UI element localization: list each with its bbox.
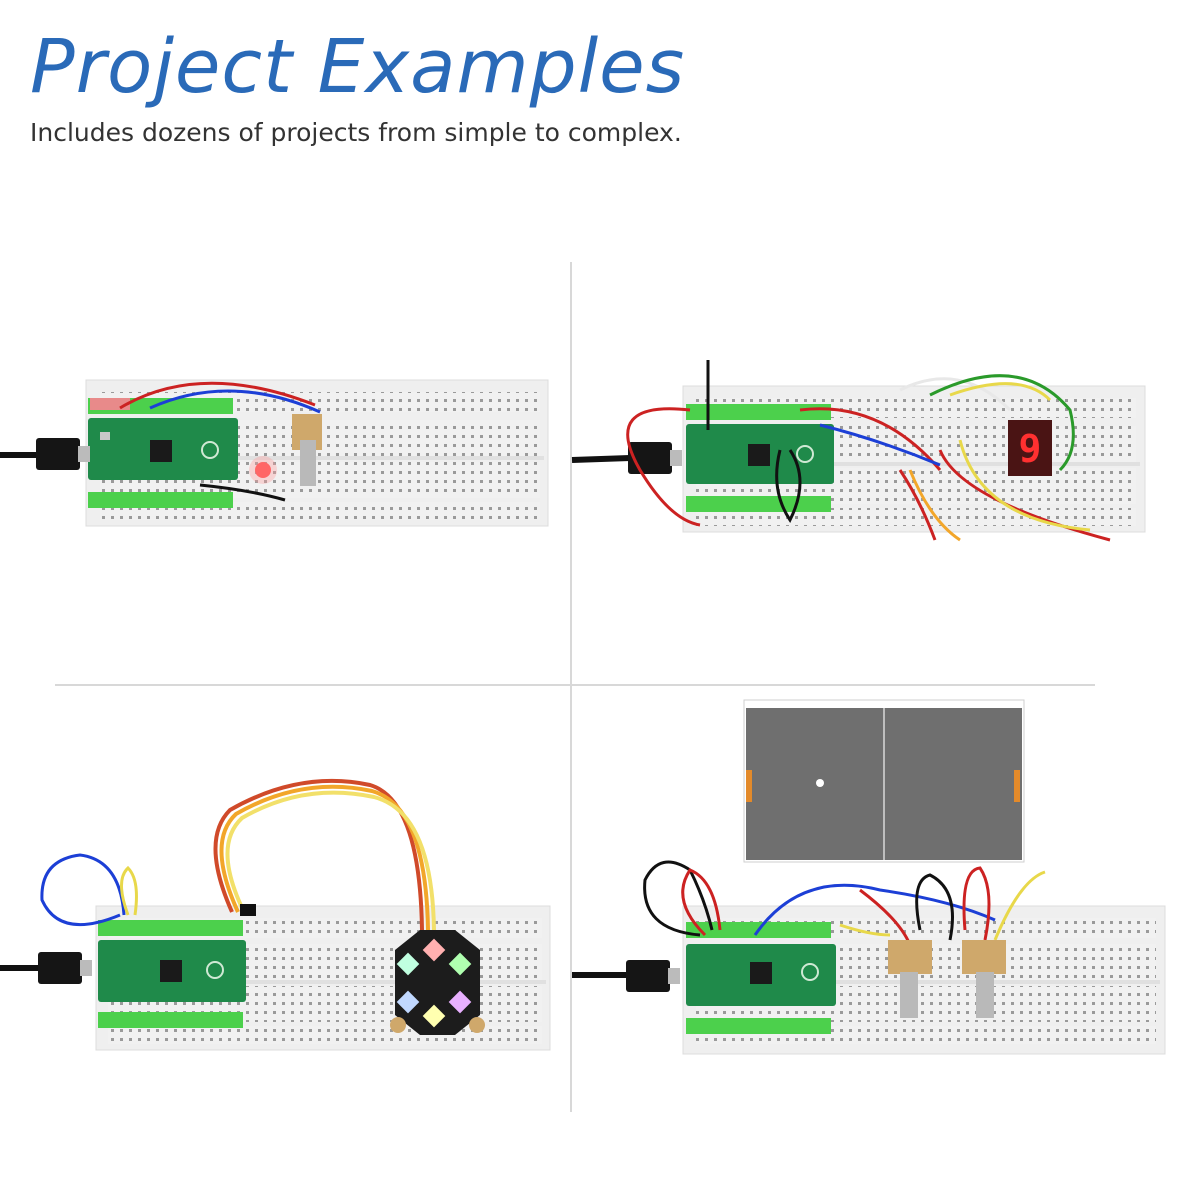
vertical-divider bbox=[570, 262, 572, 1112]
page-subtitle: Includes dozens of projects from simple … bbox=[30, 118, 682, 147]
panel-pong-game bbox=[572, 699, 1166, 1055]
left-paddle bbox=[746, 770, 752, 802]
svg-text:9: 9 bbox=[1019, 427, 1042, 471]
pico-board bbox=[88, 418, 238, 480]
potentiometer-left bbox=[888, 940, 932, 1018]
horizontal-divider bbox=[55, 684, 1095, 686]
potentiometer bbox=[292, 414, 322, 486]
panel-potentiometer-led bbox=[0, 379, 549, 527]
pico-board bbox=[98, 940, 246, 1002]
red-led bbox=[255, 462, 271, 478]
pico-board bbox=[686, 944, 836, 1006]
seven-segment-display: 9 bbox=[1008, 420, 1052, 476]
rgb-led-ring bbox=[390, 930, 485, 1035]
potentiometer-right bbox=[962, 940, 1006, 1018]
right-paddle bbox=[1014, 770, 1020, 802]
pong-ball bbox=[816, 779, 824, 787]
page-title: Project Examples bbox=[30, 24, 686, 110]
panel-rgb-led-ring bbox=[0, 778, 551, 1051]
pong-game-window bbox=[743, 699, 1025, 863]
pico-board bbox=[686, 424, 834, 484]
panel-seven-segment-display: 9 bbox=[571, 360, 1146, 542]
